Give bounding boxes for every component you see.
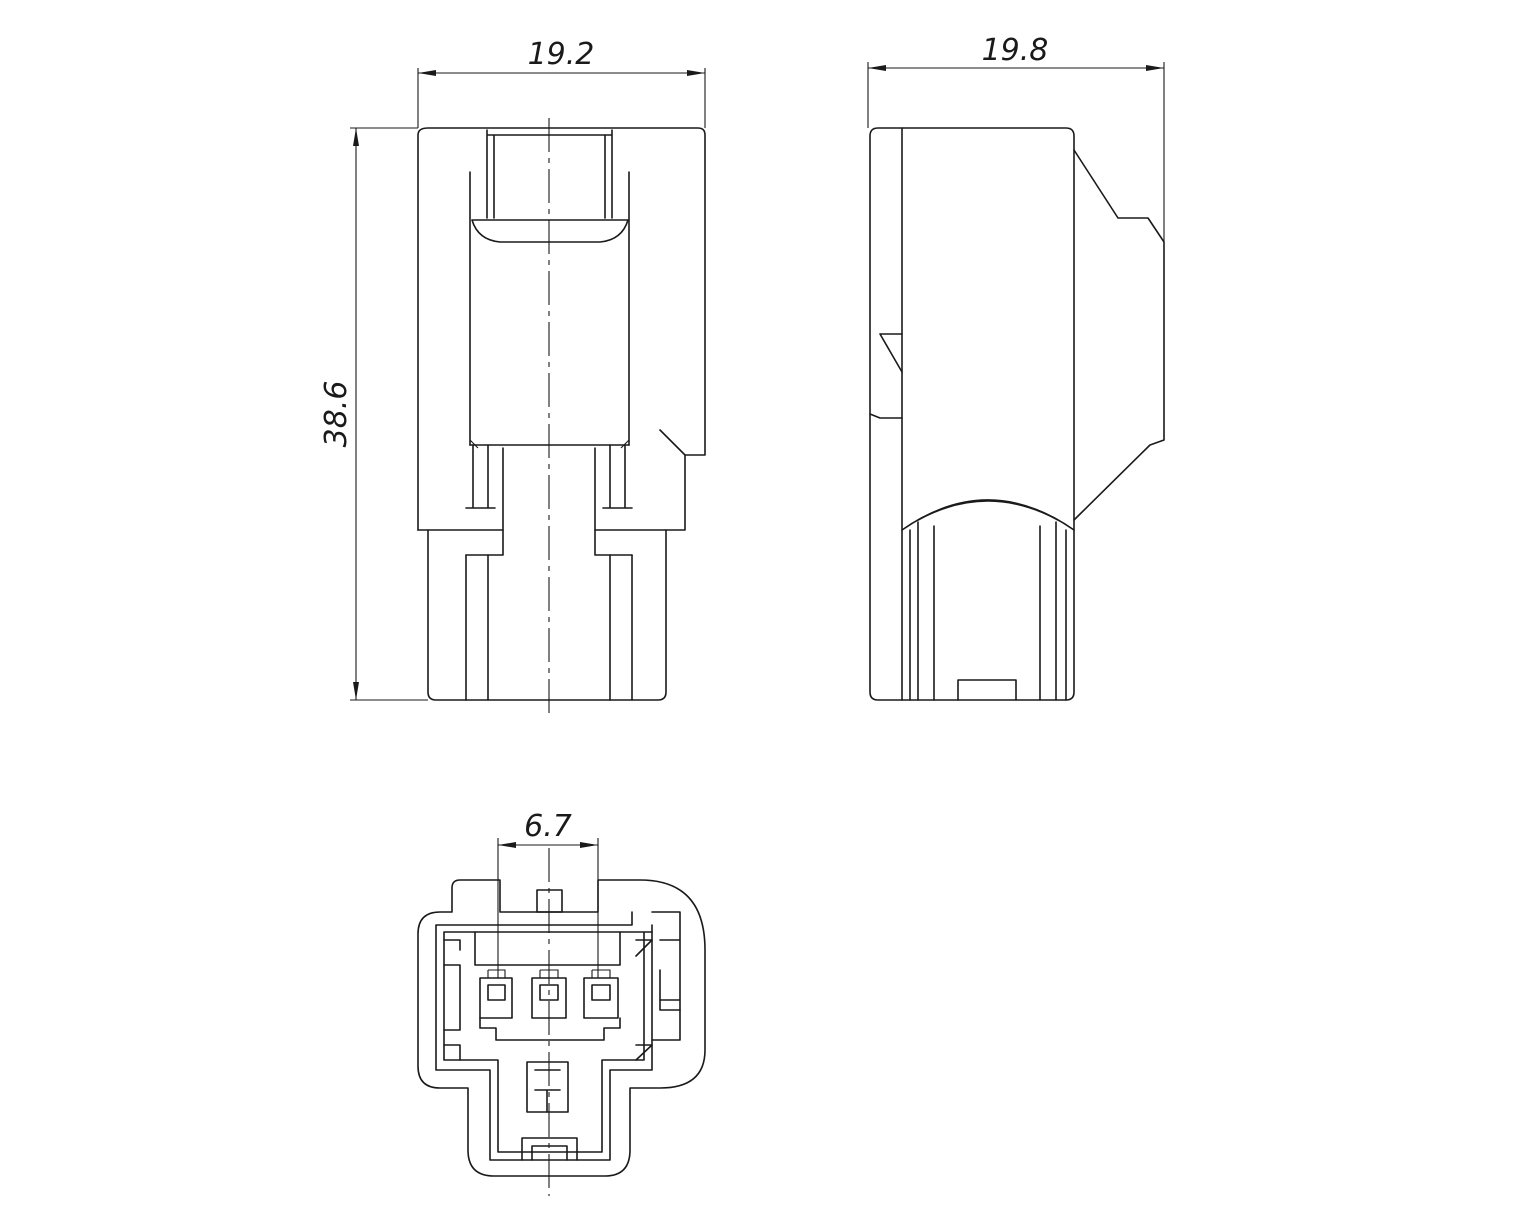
- pitch-label: 6.7: [524, 809, 572, 844]
- terminal-cavity-right: [583, 969, 619, 1019]
- front-height-dimension: 38.6: [319, 127, 428, 701]
- pitch-dimension: 6.7: [497, 809, 599, 978]
- terminal-cavity-left: [479, 969, 513, 1019]
- end-view: [417, 879, 706, 1177]
- terminal-cavity-center: [531, 969, 567, 1019]
- front-height-label: 38.6: [319, 381, 354, 448]
- side-width-dimension: 19.8: [867, 33, 1165, 242]
- side-width-label: 19.8: [982, 33, 1049, 68]
- front-width-dimension: 19.2: [417, 37, 706, 128]
- front-width-label: 19.2: [528, 37, 595, 72]
- front-view: [417, 127, 706, 701]
- side-view: [869, 127, 1165, 701]
